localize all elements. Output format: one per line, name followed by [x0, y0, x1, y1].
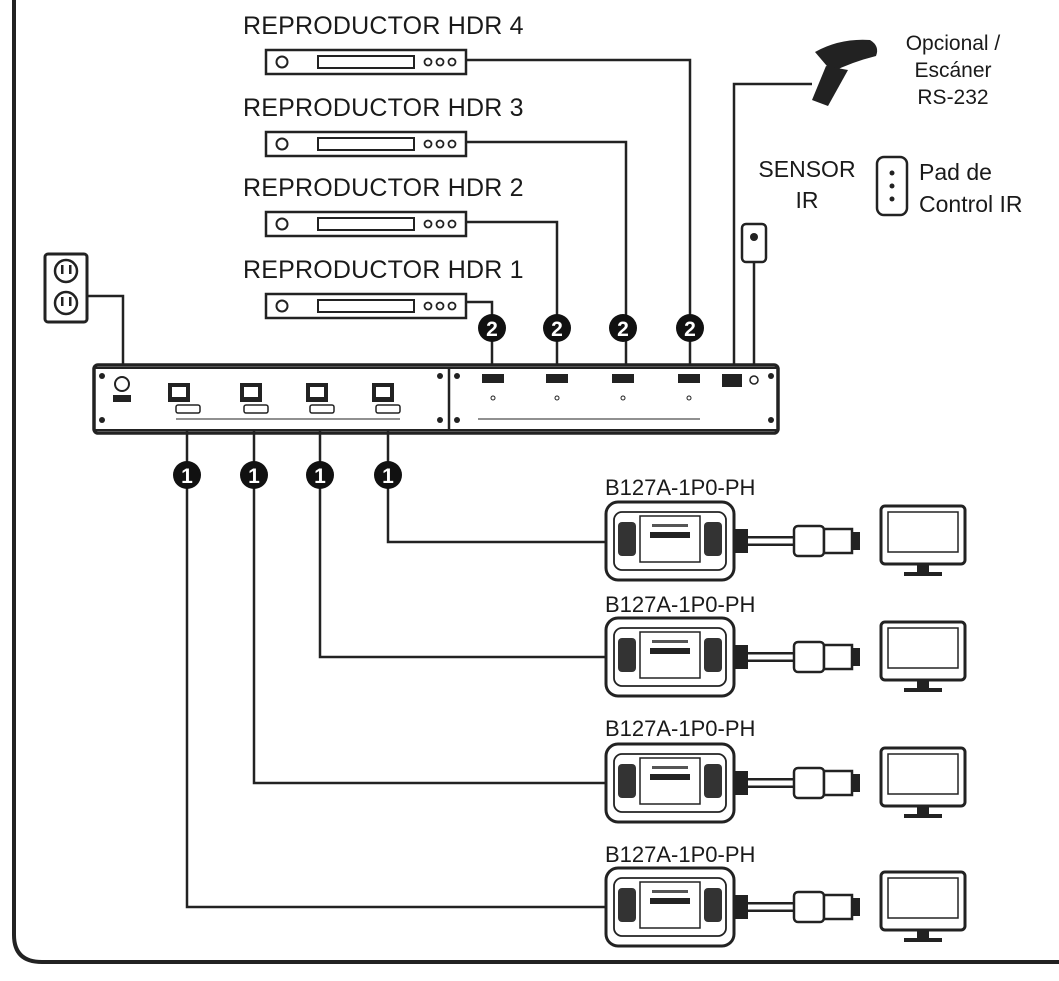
extender-monitor-group-1	[604, 500, 967, 582]
extender-monitor-group-2	[604, 616, 967, 698]
ir-sensor-label: SENSOR IR	[748, 154, 866, 216]
callout-1-badges	[173, 461, 402, 489]
callout-2-number: 2	[684, 318, 696, 341]
monitor-icon	[879, 746, 967, 808]
hdr-player-1-icon	[264, 292, 468, 320]
ir-pad-label-line-1: Pad de	[919, 159, 992, 185]
barcode-scanner-icon	[812, 39, 878, 106]
extender-monitor-group-3	[604, 742, 967, 824]
hdmi-connector-icon	[734, 771, 748, 795]
callout-2-badges	[478, 314, 704, 342]
extender-4-label: B127A-1P0-PH	[605, 842, 756, 867]
monitor-icon	[879, 870, 967, 932]
hdr-player-3-icon	[264, 130, 468, 158]
scanner-label-line-3: RS-232	[917, 86, 989, 109]
extender-3-label: B127A-1P0-PH	[605, 716, 756, 741]
callout-1-number: 1	[382, 465, 394, 488]
hdbaset-cable-1	[185, 431, 608, 909]
extender-2-label: B127A-1P0-PH	[605, 592, 756, 617]
hdmi-connector-icon	[734, 529, 748, 553]
scanner-label: Opcional / Escáner RS-232	[894, 30, 1012, 111]
diagram-frame	[12, 0, 1059, 964]
extender-monitor-group-4	[604, 866, 967, 948]
rs232-cable	[732, 82, 812, 372]
wall-outlet-icon	[43, 252, 89, 324]
power-cable	[87, 294, 125, 364]
hdmi-connector-icon	[734, 895, 748, 919]
player-3-label: REPRODUCTOR HDR 3	[243, 94, 524, 122]
hdr-player-4-icon	[264, 48, 468, 76]
hdbaset-matrix-unit-icon	[92, 363, 780, 435]
player-1-label: REPRODUCTOR HDR 1	[243, 256, 524, 284]
callout-2-number: 2	[551, 318, 563, 341]
ir-control-pad-icon	[875, 155, 909, 217]
hdbaset-cable-3	[318, 431, 608, 659]
hdmi-cable-player-2	[466, 220, 559, 368]
monitor-icon	[879, 504, 967, 566]
ir-pad-label: Pad de Control IR	[919, 156, 1023, 220]
callout-2-number: 2	[617, 318, 629, 341]
callout-1-number: 1	[314, 465, 326, 488]
scanner-label-line-2: Escáner	[914, 59, 992, 82]
hdr-player-2-icon	[264, 210, 468, 238]
hdbaset-cable-2	[252, 431, 608, 785]
hdmi-connector-icon	[734, 645, 748, 669]
ir-sensor-label-line-1: SENSOR	[758, 156, 856, 182]
ir-pad-label-line-2: Control IR	[919, 191, 1023, 217]
callout-2-number: 2	[486, 318, 498, 341]
monitor-icon	[879, 620, 967, 682]
hdmi-cable-player-1	[466, 300, 494, 368]
player-2-label: REPRODUCTOR HDR 2	[243, 174, 524, 202]
player-4-label: REPRODUCTOR HDR 4	[243, 12, 524, 40]
hdmi-cable-player-3	[466, 140, 628, 368]
scanner-label-line-1: Opcional /	[905, 32, 1001, 55]
ir-sensor-icon	[740, 222, 768, 264]
hdmi-cable-player-4	[466, 58, 692, 368]
hdbaset-cable-4	[386, 431, 608, 544]
callout-1-number: 1	[248, 465, 260, 488]
extender-1-label: B127A-1P0-PH	[605, 475, 756, 500]
callout-1-number: 1	[181, 465, 193, 488]
ir-sensor-label-line-2: IR	[795, 187, 819, 213]
